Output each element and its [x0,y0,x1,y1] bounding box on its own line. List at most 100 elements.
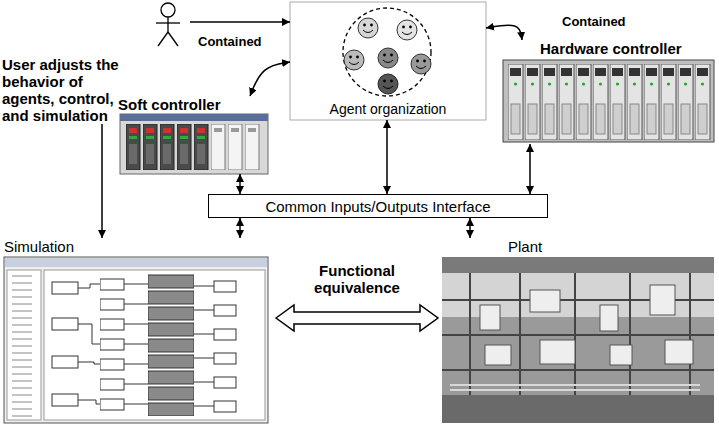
simulation-screenshot-part [194,278,242,416]
plant-photo-part-part [442,334,714,336]
plant-photo-part-part [450,389,700,391]
block-arrow [276,305,438,331]
simulation-screenshot-part [52,356,78,368]
agent-face-part [383,80,386,83]
curved-arrow [486,25,522,40]
curved-arrow [250,62,290,96]
plant-photo-part-part [480,305,500,330]
simulation-screenshot-part [7,272,41,418]
arrow-line [101,124,103,238]
arrow-line [469,218,471,238]
plant-photo-part [442,273,714,423]
agent-face-part [411,54,431,74]
plant-photo [442,257,714,423]
agent-face-part [358,18,378,38]
agent-face [397,20,417,40]
soft-controller-screenshot-part [120,114,268,174]
agent-organization-box: Agent organization [290,2,486,120]
agent-face-part [363,24,366,27]
plant-photo-part-part [610,345,632,365]
agent-organization-box-text: Agent organization [328,101,449,117]
arrow-line [239,218,241,238]
soft-controller-screenshot-part [211,124,262,170]
agent-face-part [409,26,412,29]
simulation-screenshot-part [78,362,100,364]
hardware-controller-photo-part [503,60,714,142]
agent-face-part [349,56,352,59]
simulation-screenshot-part [52,394,78,406]
stick-figure-part [158,32,168,46]
agent-face [344,50,364,70]
soft-controller-screenshot [120,114,268,174]
simulation-screenshot-part [78,284,100,288]
agent-organization-art-part [290,2,486,120]
agent-organization-art [290,2,486,120]
arrow-line [239,174,241,194]
agent-face-part [349,62,359,65]
simulation-screenshot-part [52,318,78,330]
agent-face [378,74,398,94]
agent-face-part [383,86,393,89]
hardware-controller-photo [503,60,714,142]
agent-face-part [402,32,412,35]
stick-figure-part [161,3,175,17]
edge-label: Contained [560,14,628,29]
agent-face [411,54,431,74]
stick-figure-part [167,17,168,32]
hardware-controller-photo-part [508,64,712,140]
simulation-screenshot-part [78,324,100,344]
plant-photo-part-part [540,340,575,364]
edge-label: Contained [196,34,264,49]
simulation-screenshot-part [7,270,41,420]
plant-photo-part [442,257,714,273]
plant-photo-part [442,395,714,423]
plant-text: Plant [508,238,719,255]
simulation-screenshot [4,257,268,423]
agent-face-part [378,48,398,68]
plant-photo-part-part [485,345,511,365]
agent-face-part [378,74,398,94]
agent-face-part [390,54,393,57]
agent-face-part [344,50,364,70]
plant-photo-part-part [530,290,560,312]
hardware-controller: Hardware controller [500,40,719,144]
agent-face-part [370,24,373,27]
agent-face-part [402,26,405,29]
arrow-line [529,144,531,194]
plant-photo-part-part [450,384,700,386]
user-actor-text: User adjusts the behavior of agents, con… [2,56,134,124]
simulation-screenshot-part [52,282,78,294]
simulation: Simulation [2,238,274,425]
plant-photo-part-part [665,340,693,364]
simulation-screenshot-part [148,274,194,416]
simulation-screenshot-part [4,257,268,423]
agent-organization-art-part [343,8,431,96]
simulation-screenshot-part [78,400,100,404]
arrow-line [190,21,290,23]
arrow-line [386,120,388,194]
agent-face [378,48,398,68]
agent-face-part [423,60,426,63]
edge-label: Functional equivalence [290,262,424,296]
soft-controller-text: Soft controller [118,96,274,113]
plant-photo-part [480,285,693,365]
stick-figure-part [156,22,180,23]
simulation-screenshot-part [100,276,148,416]
soft-controller: Soft controller [118,96,274,174]
stick-figure-part [168,32,178,46]
plant-photo-part-part [650,285,675,315]
agent-face-part [363,30,373,33]
simulation-screenshot-part [44,270,265,420]
agent-face-part [397,20,417,40]
agent-face-part [390,80,393,83]
agent-face-part [356,56,359,59]
agent-face-part [383,54,386,57]
plant-photo-part [442,257,714,423]
soft-controller-screenshot-part [120,114,268,121]
plant-photo-part [450,385,700,390]
io-interface-box: Common Inputs/Outputs Interface [208,194,548,218]
hardware-controller-text: Hardware controller [540,40,719,57]
plant-photo-part-part [600,305,618,331]
plant-photo-part-part [442,369,714,371]
